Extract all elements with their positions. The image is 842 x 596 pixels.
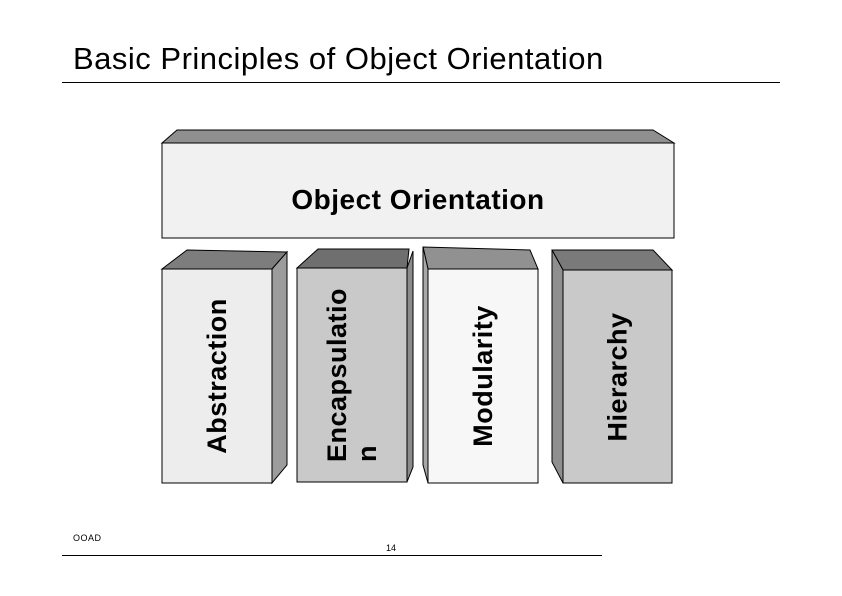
pillar-hierarchy-front-face [562,269,673,484]
pillar-abstraction-top-face [160,249,289,270]
pillar-hierarchy-shape [551,249,674,484]
root-block-top-face [160,129,676,144]
pillar-encapsulation-shape [295,248,414,483]
pillar-modularity-top-face [422,246,539,270]
pillar-hierarchy-side-face [551,249,564,484]
pillar-modularity-side-face [422,246,429,484]
footer-rule [62,555,602,556]
pillar-encapsulation-side-face [406,250,414,483]
pillar-encapsulation-top-face [295,248,410,269]
pillar-abstraction-front-face [161,268,273,484]
pillar-modularity-shape [422,246,539,484]
pillar-modularity-front-face [427,268,539,484]
title-underline [62,82,780,83]
page-title: Basic Principles of Object Orientation [73,41,604,76]
pillar-abstraction-side-face [271,250,288,485]
footer-course-label: OOAD [73,533,102,543]
pillar-abstraction-shape [160,249,289,485]
page-number: 14 [386,543,397,553]
root-block-front-face [161,142,675,239]
pillar-encapsulation-front-face [296,267,408,483]
root-block [160,129,676,239]
pillar-hierarchy-top-face [551,249,674,271]
